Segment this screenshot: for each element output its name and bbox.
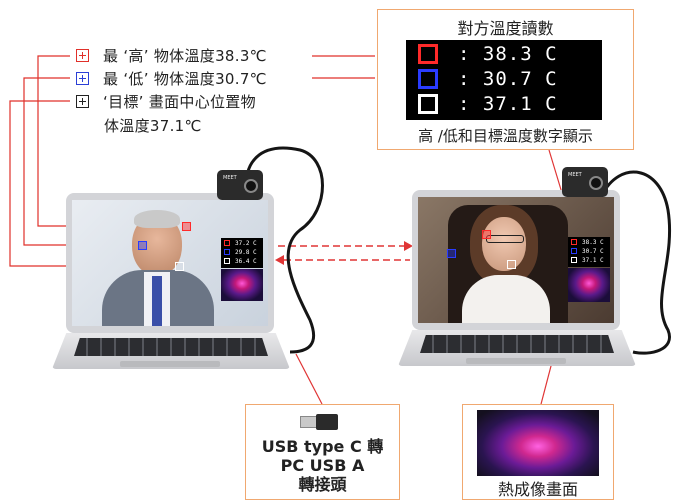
right-webcam: MEET: [562, 167, 608, 197]
left-mini-panel: 37.2 C 29.8 C 36.4 C: [221, 238, 263, 268]
left-mini-row-low: 29.8 C: [224, 248, 257, 257]
cable-right: [600, 170, 672, 355]
left-mini-target: 36.4 C: [235, 258, 257, 265]
mini-red-square-icon: [571, 239, 577, 245]
left-mini-row-target: 36.4 C: [224, 257, 257, 266]
left-marker-low: [138, 241, 147, 250]
legend-target-line2: 体溫度37.1℃: [104, 116, 202, 136]
readout-target-value: : 37.1 C: [458, 93, 558, 115]
right-thermal-view: [568, 268, 610, 302]
readout-row-low: : 30.7 C: [418, 67, 598, 91]
left-marker-high: [182, 222, 191, 231]
legend-high: 最 ‘高’ 物体溫度38.3℃: [76, 46, 267, 66]
right-mini-panel: 38.3 C 30.7 C 37.1 C: [568, 237, 610, 267]
red-square-icon: [418, 44, 438, 64]
right-person-face: [482, 217, 526, 271]
thermal-caption: 熱成像畫面: [497, 480, 578, 499]
left-laptop-screen: 37.2 C 29.8 C 36.4 C: [72, 200, 268, 326]
left-mini-high: 37.2 C: [235, 240, 257, 247]
right-person-blouse: [462, 275, 550, 323]
legend-target: ‘目標’ 畫面中心位置物: [76, 92, 256, 112]
right-mini-high: 38.3 C: [582, 239, 604, 246]
cable-left: [245, 146, 324, 354]
readout-row-target: : 37.1 C: [418, 92, 598, 116]
usb-caption-2: PC USB A: [280, 456, 365, 475]
readout-title: 對方溫度讀數: [457, 19, 554, 38]
white-square-icon: [418, 94, 438, 114]
readout-high-value: : 38.3 C: [458, 43, 558, 65]
left-mini-row-high: 37.2 C: [224, 239, 257, 248]
legend-low: 最 ‘低’ 物体溫度30.7℃: [76, 69, 267, 89]
readout-caption: 高 /低和目標溫度數字顯示: [418, 127, 593, 145]
plus-box-blue-icon: [76, 72, 89, 85]
readout-low-value: : 30.7 C: [458, 68, 558, 90]
plus-box-red-icon: [76, 49, 89, 62]
camera-lens-icon: [589, 176, 603, 190]
right-mini-row-target: 37.1 C: [571, 256, 604, 265]
legend-high-text: 最 ‘高’ 物体溫度38.3℃: [103, 47, 267, 65]
legend-target-text-1: ‘目標’ 畫面中心位置物: [103, 93, 256, 111]
mini-blue-square-icon: [224, 249, 230, 255]
usb-caption-3: 轉接頭: [298, 475, 347, 494]
usb-callout-line: [295, 353, 323, 405]
left-webcam: MEET: [217, 170, 263, 200]
usb-adapter-body: [316, 414, 338, 430]
left-person-tie: [152, 276, 162, 326]
left-person-hair: [134, 210, 180, 228]
right-marker-target: [507, 260, 516, 269]
left-mini-low: 29.8 C: [235, 249, 257, 256]
blue-square-icon: [418, 69, 438, 89]
mini-white-square-icon: [571, 257, 577, 263]
left-keyboard: [74, 338, 268, 356]
camera-lens-icon: [244, 179, 258, 193]
right-marker-high: [482, 230, 491, 239]
right-person-glasses: [486, 235, 524, 243]
right-trackpad: [466, 358, 566, 364]
usb-adapter-icon: [300, 414, 338, 430]
thermal-image-preview: [477, 410, 599, 476]
left-marker-target: [175, 262, 184, 271]
legend-target-text-2: 体溫度37.1℃: [104, 117, 202, 135]
right-webcam-label: MEET: [568, 172, 582, 178]
left-webcam-label: MEET: [223, 175, 237, 181]
right-keyboard: [420, 335, 614, 353]
right-mini-low: 30.7 C: [582, 248, 604, 255]
arrow-head-right: [404, 241, 413, 251]
mini-blue-square-icon: [571, 248, 577, 254]
right-mini-row-low: 30.7 C: [571, 247, 604, 256]
right-laptop-screen: 38.3 C 30.7 C 37.1 C: [418, 197, 614, 323]
readout-panel: : 38.3 C : 30.7 C : 37.1 C: [406, 40, 602, 120]
plus-box-white-icon: [76, 95, 89, 108]
left-trackpad: [120, 361, 220, 367]
right-mini-row-high: 38.3 C: [571, 238, 604, 247]
left-thermal-view: [221, 269, 263, 301]
readout-row-high: : 38.3 C: [418, 42, 598, 66]
right-marker-low: [447, 249, 456, 258]
usb-caption-1: USB type C 轉: [261, 437, 384, 456]
right-mini-target: 37.1 C: [582, 257, 604, 264]
mini-red-square-icon: [224, 240, 230, 246]
arrow-head-left: [275, 255, 284, 265]
mini-white-square-icon: [224, 258, 230, 264]
legend-low-text: 最 ‘低’ 物体溫度30.7℃: [103, 70, 267, 88]
